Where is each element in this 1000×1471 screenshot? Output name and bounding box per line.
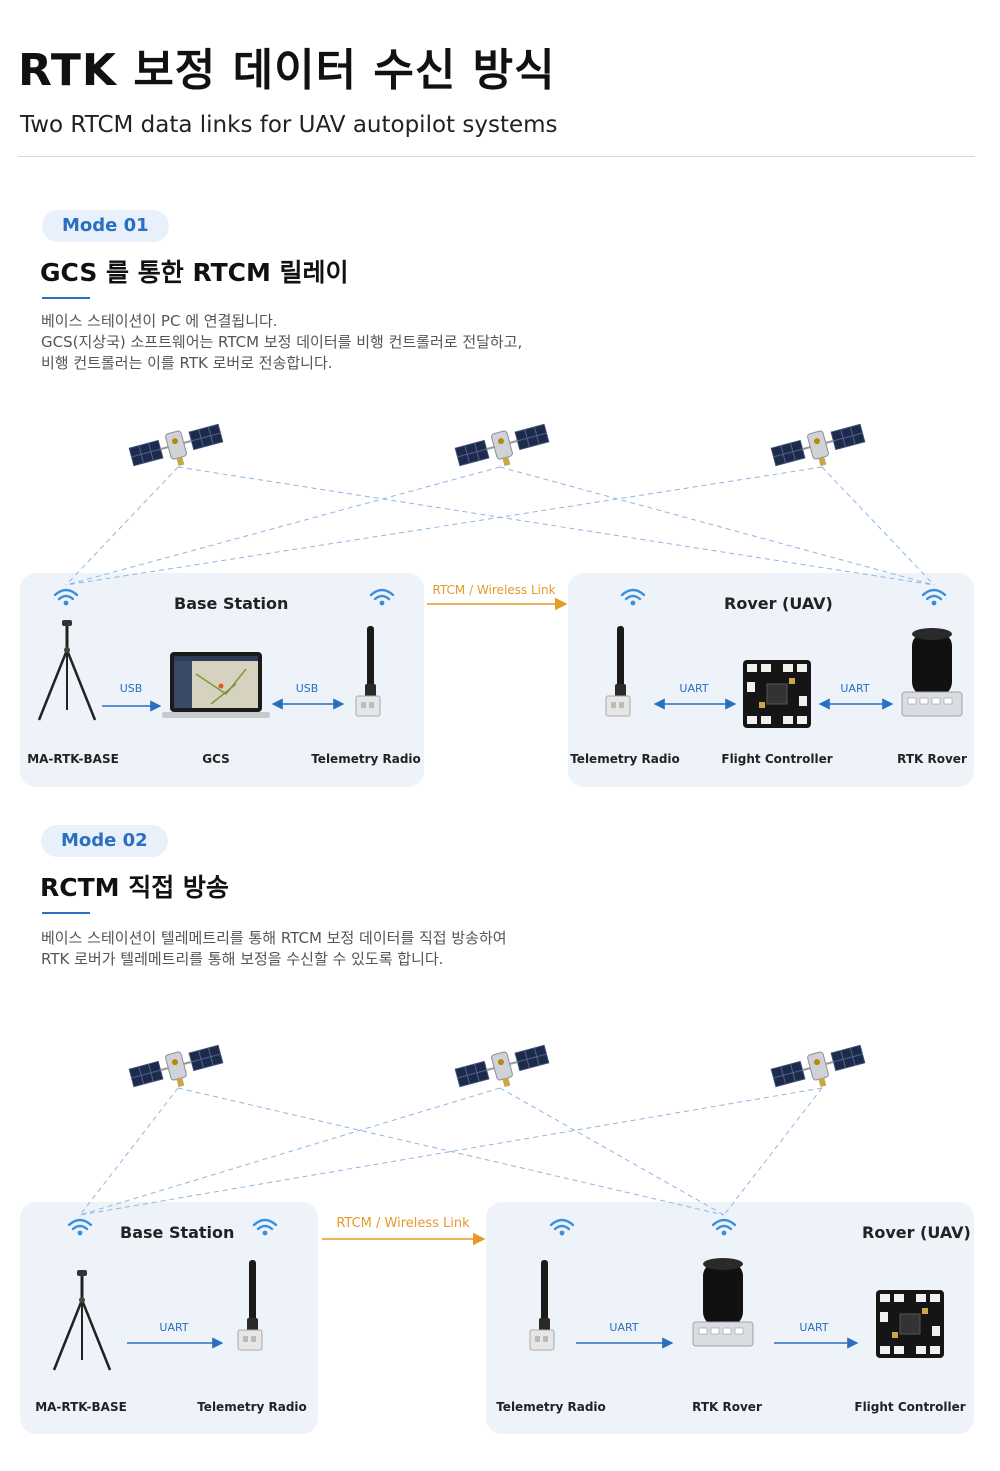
mode-02-label-base: MA-RTK-BASE <box>35 1400 127 1414</box>
mode-02-rover-title: Rover (UAV) <box>862 1223 971 1242</box>
mode-02-desc-line: 베이스 스테이션이 텔레메트리를 통해 RTCM 보정 데이터를 직접 방송하여 <box>41 929 507 947</box>
satellite-icon <box>453 1040 553 1100</box>
mode-02-badge: Mode 02 <box>41 825 168 857</box>
page-title: RTK 보정 데이터 수신 방식 <box>18 45 556 96</box>
mode-01-label-telemetry-rover: Telemetry Radio <box>570 752 680 766</box>
satellite-icon <box>127 1040 227 1100</box>
mode-01-label-telemetry-base: Telemetry Radio <box>311 752 421 766</box>
mode-02-underline <box>42 912 90 914</box>
mode-01-description: 베이스 스테이션이 PC 에 연결됩니다. GCS(지상국) 소프트웨어는 RT… <box>41 311 522 374</box>
mode-01-label-rtk-rover: RTK Rover <box>897 752 967 766</box>
header-divider <box>18 156 975 157</box>
mode-02-desc-line: RTK 로버가 텔레메트리를 통해 보정을 수신할 수 있도록 합니다. <box>41 950 444 968</box>
mode-02-label-telemetry-base: Telemetry Radio <box>197 1400 307 1414</box>
mode-01-link-usb-1: USB <box>119 682 143 695</box>
mode-02-link-uart-2: UART <box>609 1321 639 1334</box>
mode-01-link-uart-1: UART <box>679 682 709 695</box>
mode-02-description: 베이스 스테이션이 텔레메트리를 통해 RTCM 보정 데이터를 직접 방송하여… <box>41 928 507 970</box>
mode-01-label-base: MA-RTK-BASE <box>27 752 119 766</box>
mode-02-label-flight-controller: Flight Controller <box>854 1400 966 1414</box>
mode-01-desc-line: GCS(지상국) 소프트웨어는 RTCM 보정 데이터를 비행 컨트롤러로 전달… <box>41 333 523 351</box>
satellite-icon <box>453 419 553 479</box>
mode-02-satellite-links <box>79 1087 823 1216</box>
mode-01-underline <box>42 297 90 299</box>
mode-01-base-title: Base Station <box>174 594 289 613</box>
mode-01-link-uart-2: UART <box>840 682 870 695</box>
mode-01-link-usb-2: USB <box>295 682 319 695</box>
mode-01-desc-line: 베이스 스테이션이 PC 에 연결됩니다. <box>41 312 278 330</box>
mode-02-wireless-label: RTCM / Wireless Link <box>336 1216 470 1231</box>
mode-01-desc-line: 비행 컨트롤러는 이를 RTK 로버로 전송합니다. <box>41 354 333 372</box>
mode-02-label-rtk-rover: RTK Rover <box>692 1400 762 1414</box>
mode-01-wireless-label: RTCM / Wireless Link <box>432 583 556 597</box>
mode-01-title: GCS 를 통한 RTCM 릴레이 <box>40 258 349 287</box>
satellite-icon <box>769 419 869 479</box>
satellite-icon <box>769 1040 869 1100</box>
mode-01-label-flight-controller: Flight Controller <box>721 752 833 766</box>
mode-01-label-gcs: GCS <box>202 752 230 766</box>
mode-01-badge: Mode 01 <box>42 210 169 242</box>
mode-02-base-title: Base Station <box>120 1223 235 1242</box>
page-subtitle: Two RTCM data links for UAV autopilot sy… <box>20 112 558 138</box>
mode-01-rover-title: Rover (UAV) <box>724 594 833 613</box>
mode-02-link-uart-1: UART <box>159 1321 189 1334</box>
satellite-icon <box>127 419 227 479</box>
mode-02-link-uart-3: UART <box>799 1321 829 1334</box>
mode-01-satellite-links <box>65 466 935 586</box>
mode-02-title: RCTM 직접 방송 <box>40 873 229 902</box>
mode-02-label-telemetry-rover: Telemetry Radio <box>496 1400 606 1414</box>
